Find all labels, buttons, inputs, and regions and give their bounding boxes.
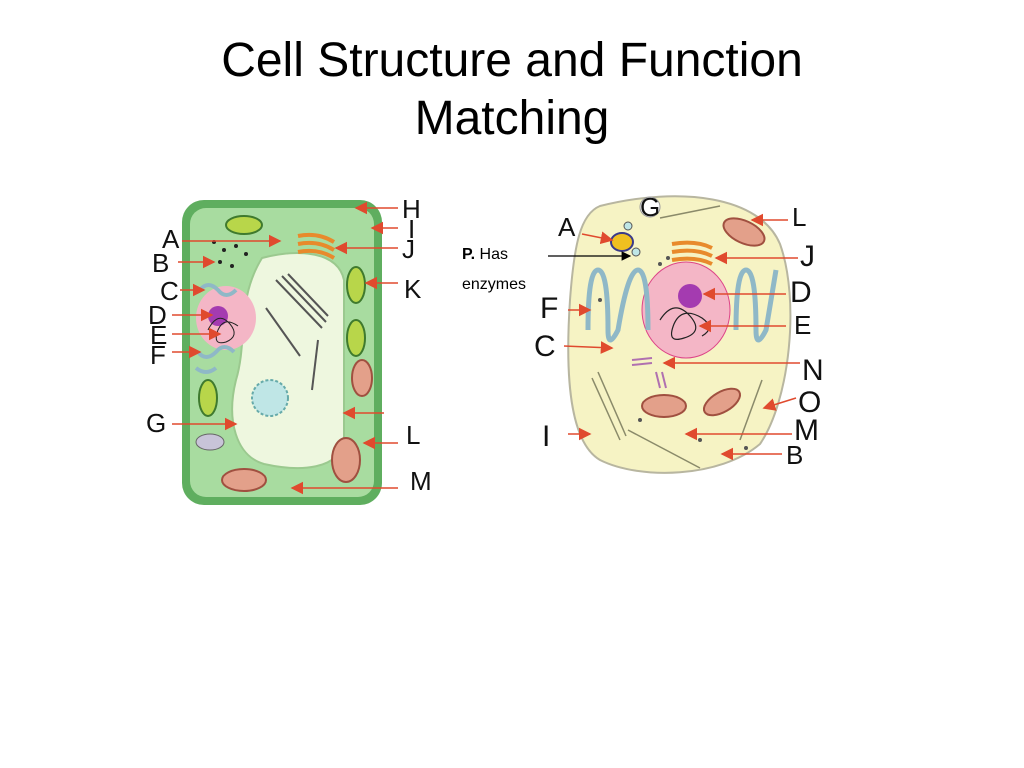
plant-label-i: I <box>408 214 415 244</box>
animal-label-a: A <box>558 212 576 242</box>
plant-label-l: L <box>406 420 420 450</box>
plant-golgi <box>297 232 336 260</box>
plant-label-m: M <box>410 466 432 496</box>
plant-label-a: A <box>162 224 180 254</box>
chloroplast <box>225 215 263 235</box>
animal-label-b: B <box>786 440 803 470</box>
chloroplast <box>198 379 218 417</box>
animal-er <box>733 267 779 343</box>
mitochondrion <box>221 468 267 492</box>
vesicle <box>623 221 633 231</box>
plant-label-g: G <box>146 408 166 438</box>
plant-label-c: C <box>160 276 179 306</box>
p-note-letter: P. <box>462 246 476 263</box>
animal-nucleolus <box>678 284 702 308</box>
animal-label-l: L <box>792 202 806 232</box>
plant-nucleolus <box>208 306 228 326</box>
vacuole-crystals <box>265 273 329 391</box>
animal-label-m: M <box>794 414 819 447</box>
title-line-1: Cell Structure and Function <box>221 34 803 87</box>
plant-label-k: K <box>404 274 422 304</box>
mitochondrion <box>702 387 742 417</box>
plant-chromatin <box>207 317 239 344</box>
plant-label-h: H <box>402 194 421 224</box>
animal-label-g: G <box>640 192 660 222</box>
starch-granule <box>251 379 289 417</box>
animal-label-f: F <box>540 292 558 325</box>
animal-label-n: N <box>802 354 824 387</box>
p-note-line1: Has <box>479 246 508 263</box>
animal-label-o: O <box>798 386 821 419</box>
animal-nucleus <box>641 261 731 359</box>
cytoskeleton <box>591 205 763 469</box>
animal-label-d: D <box>790 276 812 309</box>
animal-golgi <box>671 240 713 266</box>
vesicle <box>631 247 641 257</box>
animal-arrows <box>563 213 800 461</box>
animal-cell: A G F C I L J D E N O M B <box>534 192 824 474</box>
animal-vesicle <box>639 196 661 218</box>
animal-label-c: C <box>534 330 556 363</box>
plant-cell: A B C D E F G H I J K L M <box>146 194 432 505</box>
page-title: Cell Structure and Function Matching <box>0 32 1024 148</box>
animal-label-j: J <box>800 240 815 273</box>
plant-label-b: B <box>152 248 169 278</box>
plant-ribosomes <box>212 240 248 268</box>
animal-label-e: E <box>794 310 811 340</box>
plant-label-e: E <box>150 320 167 350</box>
central-vacuole <box>231 252 345 469</box>
animal-label-i: I <box>542 420 550 453</box>
animal-ribosomes <box>598 256 748 450</box>
chloroplast <box>346 266 366 304</box>
lysosome <box>610 232 634 252</box>
p-note-line2: enzymes <box>462 276 527 293</box>
centrioles <box>631 357 667 389</box>
mitochondrion <box>351 359 373 397</box>
mitochondrion <box>641 394 687 418</box>
plant-label-d: D <box>148 300 167 330</box>
plant-arrows <box>172 201 398 495</box>
p-note: P. Has enzymes <box>462 240 526 300</box>
mitochondrion <box>331 437 361 483</box>
plant-label-f: F <box>150 340 166 370</box>
chloroplast <box>346 319 366 357</box>
title-line-2: Matching <box>414 92 610 145</box>
plant-vesicle <box>195 433 225 451</box>
animal-er <box>585 267 651 343</box>
plant-label-j: J <box>402 234 415 264</box>
